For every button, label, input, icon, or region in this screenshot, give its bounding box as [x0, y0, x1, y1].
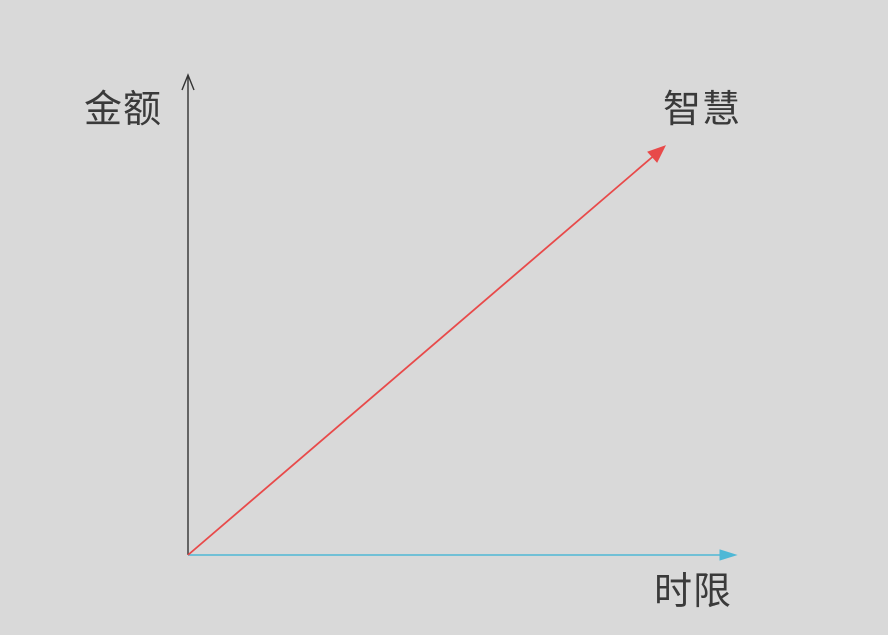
diagonal-arrow-line [187, 146, 665, 556]
diagonal-arrowhead [647, 145, 667, 163]
y-axis-arrowhead [181, 73, 195, 91]
x-axis-label: 时限 [654, 569, 732, 613]
x-axis-arrowhead [719, 549, 738, 561]
y-axis-label: 金额 [84, 87, 162, 131]
diagonal-label: 智慧 [663, 87, 741, 131]
